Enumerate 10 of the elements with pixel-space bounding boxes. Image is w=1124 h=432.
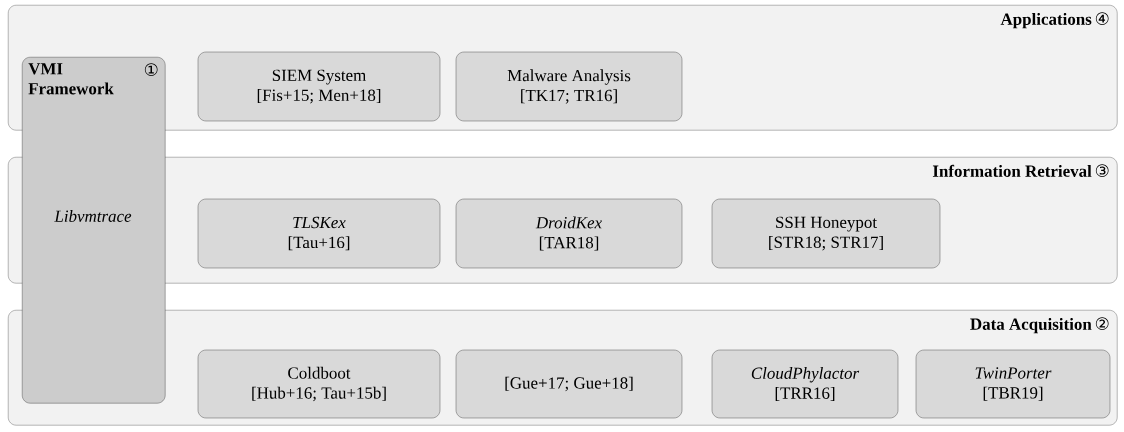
method-box: Malware Analysis [TK17; TR16] xyxy=(455,51,683,122)
method-box: TLSKex [Tau+16] xyxy=(197,198,441,269)
method-box: [Gue+17; Gue+18] xyxy=(455,349,683,419)
method-box: DroidKex [TAR18] xyxy=(455,198,683,269)
method-box: TwinPorter [TBR19] xyxy=(915,349,1111,419)
method-box: CloudPhylactor [TRR16] xyxy=(711,349,899,419)
method-box: SSH Honeypot [STR18; STR17] xyxy=(711,198,941,269)
method-box: Coldboot [Hub+16; Tau+15b] xyxy=(197,349,441,419)
method-box: SIEM System [Fis+15; Men+18] xyxy=(197,51,441,122)
framework-panel: VMI Framework ① Libvmtrace xyxy=(22,57,166,404)
